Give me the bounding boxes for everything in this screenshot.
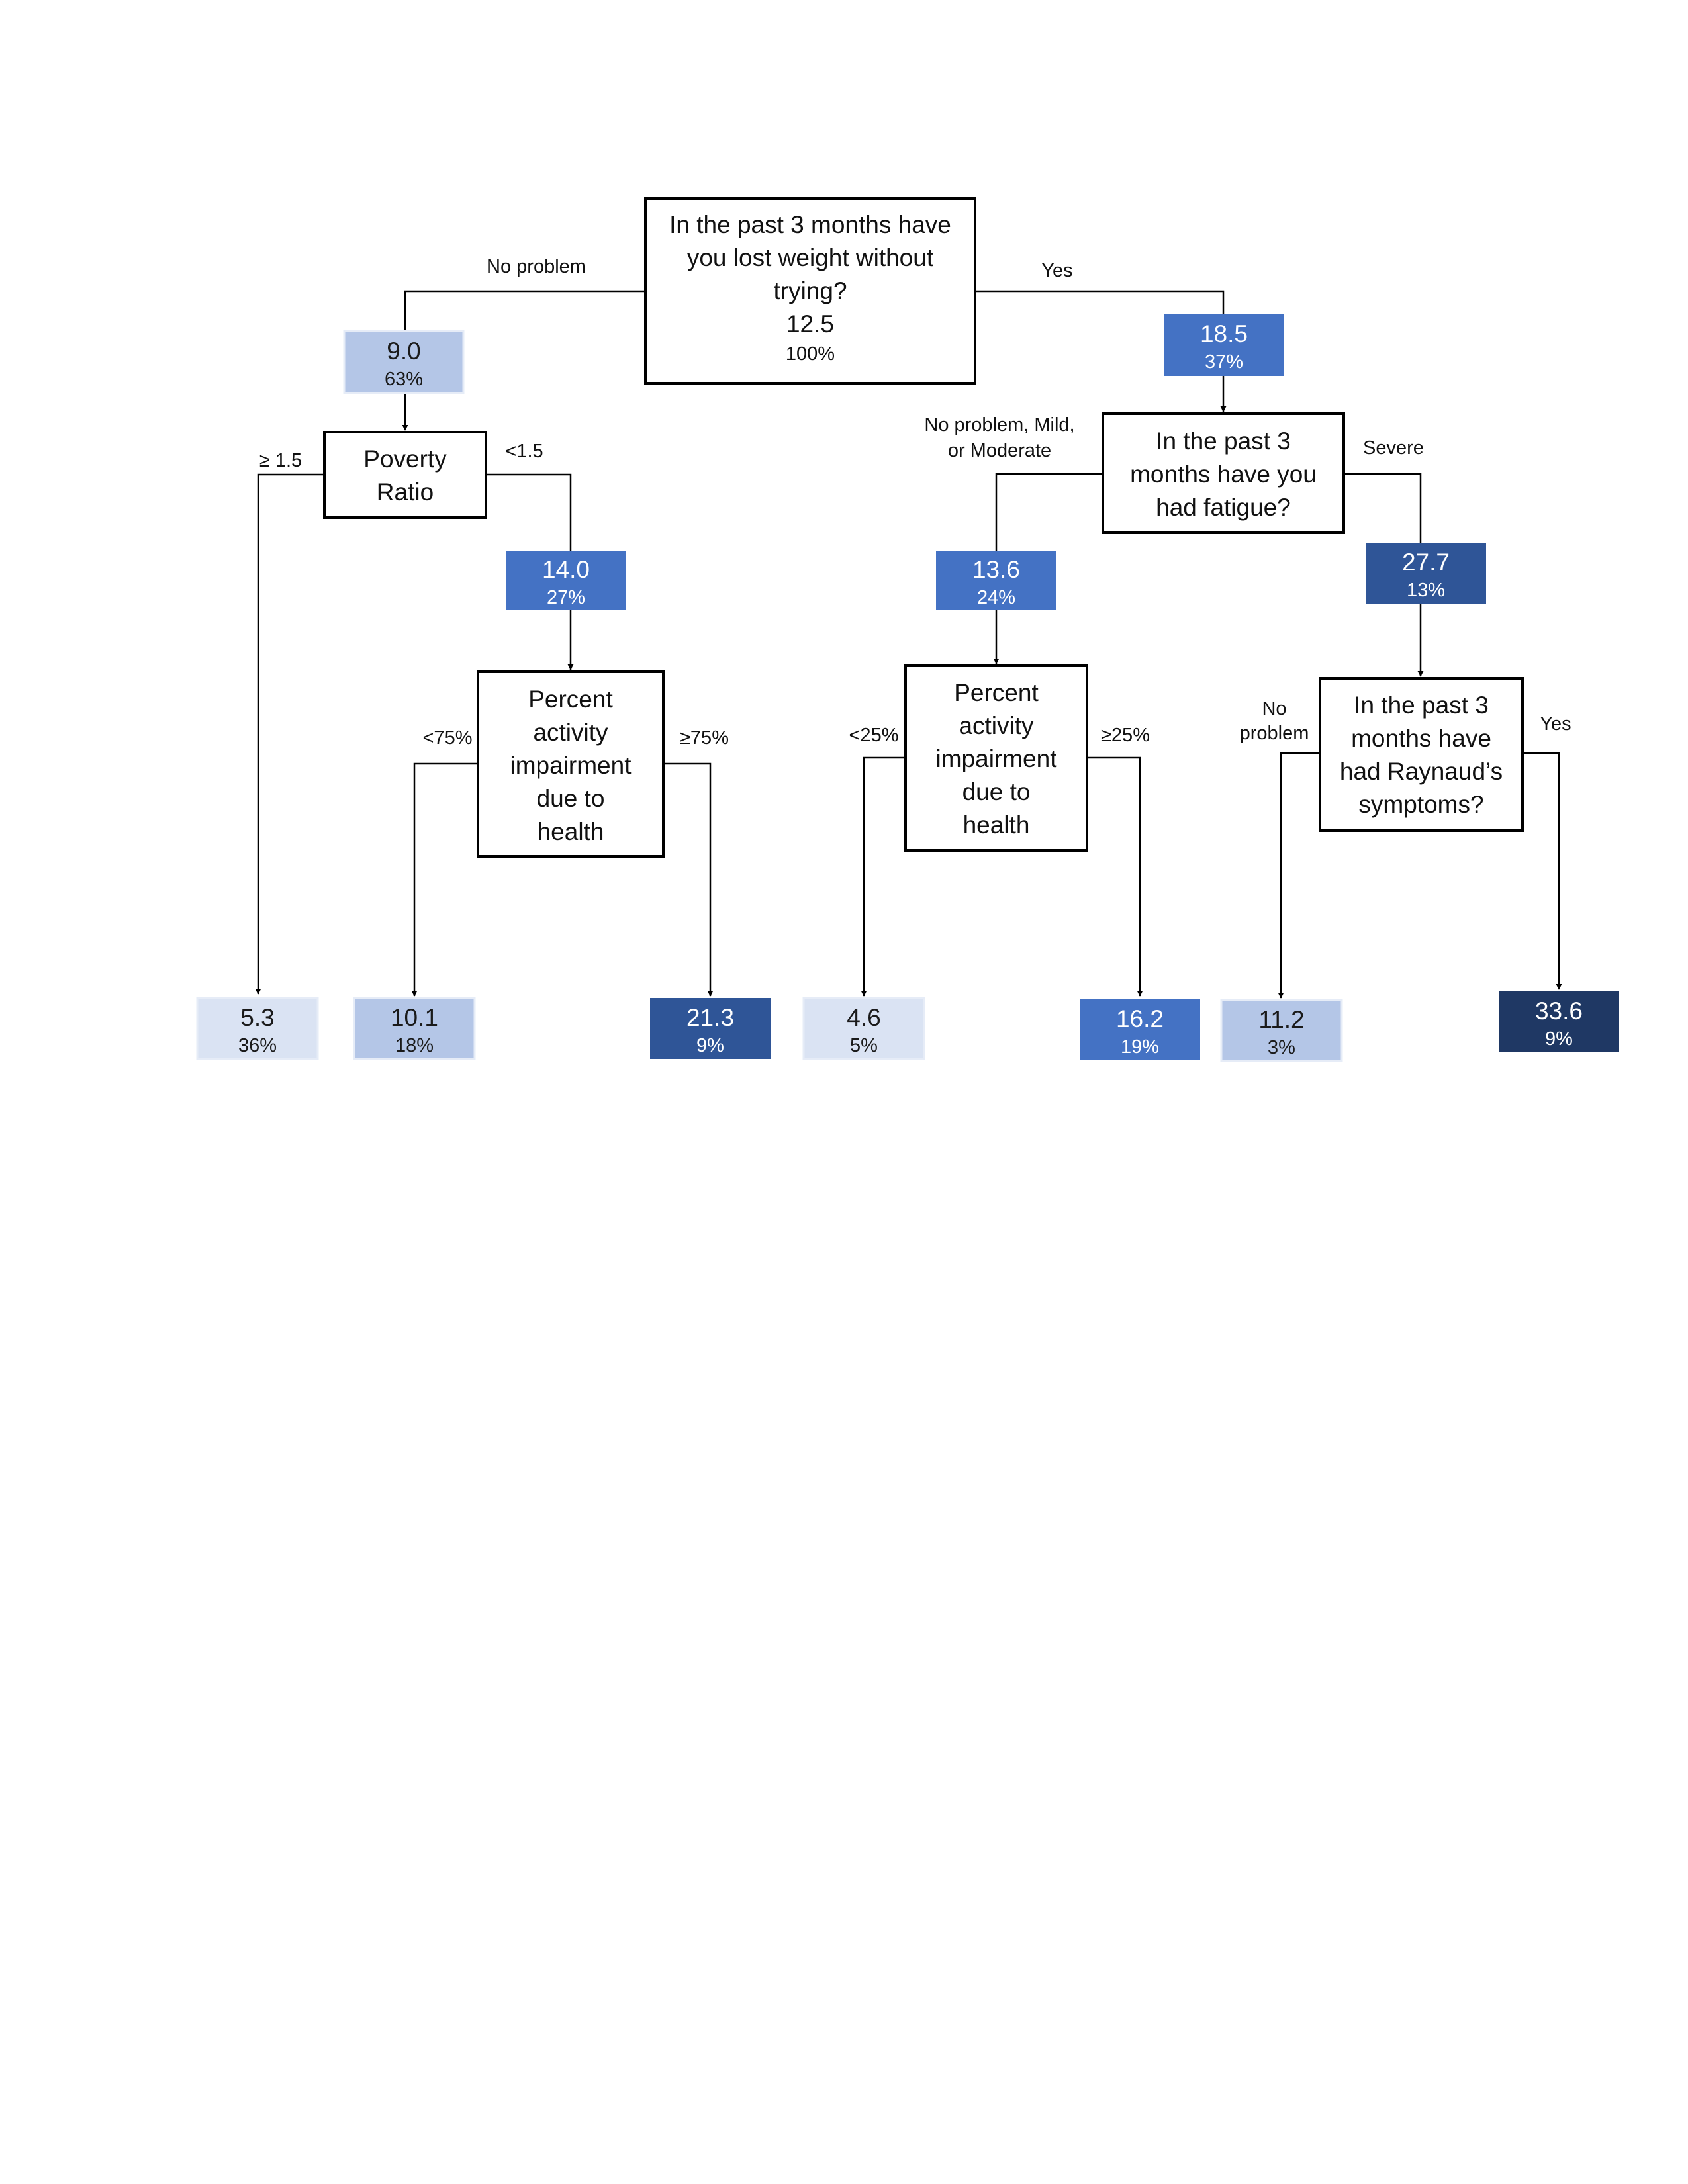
leaf-pai-under25-value: 4.6 [847,1004,880,1031]
edge-label-fatigue-right: Severe [1363,437,1424,459]
node-no-weight-loss-value: 9.0 [387,338,420,365]
question-pai75-line-1: Percent [528,686,613,713]
connector-fatigue-left [995,473,1103,551]
question-fatigue: In the past 3 months have you had fatigu… [1102,412,1345,534]
leaf-raynaud-yes-value: 33.6 [1535,997,1583,1024]
edge-label-pai25-right: ≥25% [1101,725,1150,746]
edge-label-fatigue-left-line-2: or Moderate [948,440,1051,461]
leaf-raynaud-yes: 33.6 9% [1499,991,1619,1052]
leaf-pai-over25: 16.2 19% [1080,999,1200,1060]
question-raynaud-line-3: had Raynaud’s [1340,758,1503,785]
leaf-poverty-high: 5.3 36% [196,997,319,1060]
leaf-pai-over75: 21.3 9% [650,998,771,1059]
question-raynaud: In the past 3 months have had Raynaud’s … [1319,677,1524,832]
node-poverty-low-percent: 27% [547,587,585,608]
edge-label-pai75-left: <75% [423,727,473,749]
node-poverty-low: 14.0 27% [506,551,626,610]
question-pai25-line-1: Percent [954,679,1039,706]
edge-label-pai75-right: ≥75% [680,727,729,749]
question-pai25-line-3: impairment [936,745,1058,772]
question-pai25-line-2: activity [959,712,1034,739]
connectors [255,290,1562,999]
connector-pai25-left [861,756,906,997]
leaf-pai-over75-value: 21.3 [686,1004,734,1031]
question-fatigue-line-2: months have you [1130,461,1317,488]
edge-label-raynaud-left-line-1: No [1262,698,1286,719]
edge-labels: No problem Yes ≥ 1.5 <1.5 <75% ≥75% No p… [259,256,1571,749]
question-fatigue-line-3: had fatigue? [1156,494,1291,521]
connector-poverty-left [255,473,324,995]
edge-label-root-right: Yes [1041,260,1072,281]
leaf-pai-under25: 4.6 5% [802,997,925,1060]
node-fatigue-severe: 27.7 13% [1366,543,1486,604]
root-question-line-3: trying? [773,277,847,304]
node-no-weight-loss-percent: 63% [385,369,423,390]
question-pai75-line-5: health [538,818,604,845]
connector-fatigue-right [1344,473,1422,543]
node-fatigue-severe-percent: 13% [1407,580,1445,601]
question-pai75-line-3: impairment [510,752,632,779]
node-no-weight-loss: 9.0 63% [343,330,465,394]
connector-pai75-left [411,762,478,997]
edge-label-poverty-left: ≥ 1.5 [259,450,302,471]
root-percent: 100% [786,343,835,365]
leaf-pai-under75-percent: 18% [395,1035,434,1056]
leaf-pai-under75-value: 10.1 [391,1004,438,1031]
node-weight-loss-value: 18.5 [1200,320,1248,347]
root-question: In the past 3 months have you lost weigh… [644,197,976,385]
node-weight-loss-percent: 37% [1205,351,1243,373]
question-poverty-line-2: Ratio [377,478,434,506]
question-poverty-line-1: Poverty [363,445,447,473]
leaf-pai-under75: 10.1 18% [353,997,476,1060]
leaf-raynaud-no-value: 11.2 [1258,1006,1304,1033]
connector-root-right [975,290,1225,314]
question-pai75: Percent activity impairment due to healt… [477,670,665,858]
node-weight-loss: 18.5 37% [1164,314,1284,376]
question-pai75-line-4: due to [537,785,605,812]
connector-poverty-right [486,473,572,551]
node-fatigue-not-severe-percent: 24% [977,587,1015,608]
edge-label-pai25-left: <25% [849,725,899,746]
root-question-line-2: you lost weight without [687,244,934,271]
leaf-poverty-high-percent: 36% [238,1035,277,1056]
leaf-raynaud-no: 11.2 3% [1220,999,1343,1062]
leaf-pai-over25-value: 16.2 [1116,1005,1164,1032]
root-question-line-1: In the past 3 months have [669,211,951,238]
leaf-poverty-high-value: 5.3 [240,1004,274,1031]
edge-label-root-left: No problem [487,256,586,277]
connector-pai25-right [1087,756,1143,997]
leaf-pai-over75-percent: 9% [696,1035,724,1056]
leaf-raynaud-no-percent: 3% [1268,1037,1295,1058]
node-fatigue-severe-value: 27.7 [1402,549,1450,576]
question-poverty: Poverty Ratio [323,431,487,519]
edge-label-poverty-right: <1.5 [505,441,543,462]
question-pai25: Percent activity impairment due to healt… [904,664,1088,852]
question-pai25-line-4: due to [962,778,1031,805]
leaf-pai-over25-percent: 19% [1121,1036,1159,1058]
connector-raynaud-right [1523,752,1562,990]
connector-raynaud-left [1278,752,1320,999]
question-raynaud-line-1: In the past 3 [1354,692,1489,719]
node-fatigue-not-severe-value: 13.6 [972,556,1020,583]
node-poverty-low-value: 14.0 [542,556,590,583]
question-pai75-line-2: activity [533,719,608,746]
edge-label-raynaud-left-line-2: problem [1240,723,1309,744]
root-value: 12.5 [786,310,834,338]
connector-pai75-right [663,762,714,997]
edge-label-raynaud-right: Yes [1540,713,1571,735]
question-pai25-line-5: health [963,811,1030,839]
leaf-raynaud-yes-percent: 9% [1545,1028,1573,1050]
question-raynaud-line-2: months have [1351,725,1491,752]
leaf-pai-under25-percent: 5% [850,1035,878,1056]
edge-label-fatigue-left-line-1: No problem, Mild, [924,414,1074,435]
node-fatigue-not-severe: 13.6 24% [936,551,1056,610]
connector-root-left [404,290,645,331]
question-fatigue-line-1: In the past 3 [1156,428,1291,455]
question-raynaud-line-4: symptoms? [1358,791,1483,818]
